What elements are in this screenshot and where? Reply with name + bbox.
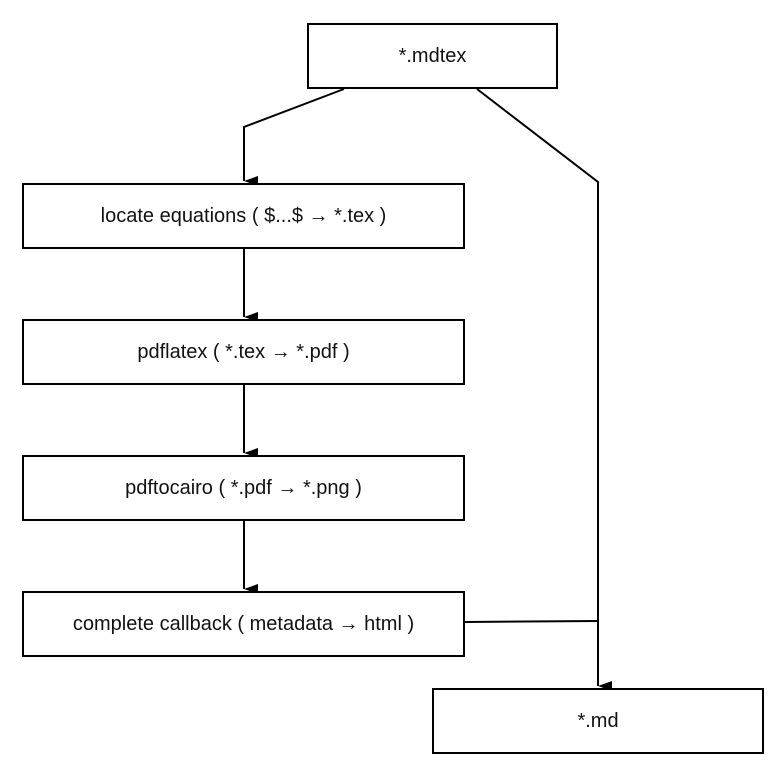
node-pdftocairo: pdftocairo ( *.pdf → *.png )	[22, 455, 465, 521]
node-complete-callback-label: complete callback ( metadata → html )	[72, 612, 415, 635]
edge-mdtex-to-md	[476, 88, 612, 691]
node-md-label: *.md	[577, 709, 619, 732]
node-mdtex-label: *.mdtex	[398, 44, 467, 67]
edge-mdtex-to-locate	[243, 88, 345, 186]
node-pdflatex: pdflatex ( *.tex → *.pdf )	[22, 319, 465, 385]
node-mdtex: *.mdtex	[307, 23, 558, 89]
node-locate-equations: locate equations ( $...$ → *.tex )	[22, 183, 465, 249]
node-md: *.md	[432, 688, 764, 754]
node-pdftocairo-label: pdftocairo ( *.pdf → *.png )	[125, 476, 362, 499]
node-complete-callback: complete callback ( metadata → html )	[22, 591, 465, 657]
edge-callback-to-md	[464, 620, 599, 623]
node-locate-equations-label: locate equations ( $...$ → *.tex )	[100, 204, 387, 227]
node-pdflatex-label: pdflatex ( *.tex → *.pdf )	[137, 340, 350, 363]
